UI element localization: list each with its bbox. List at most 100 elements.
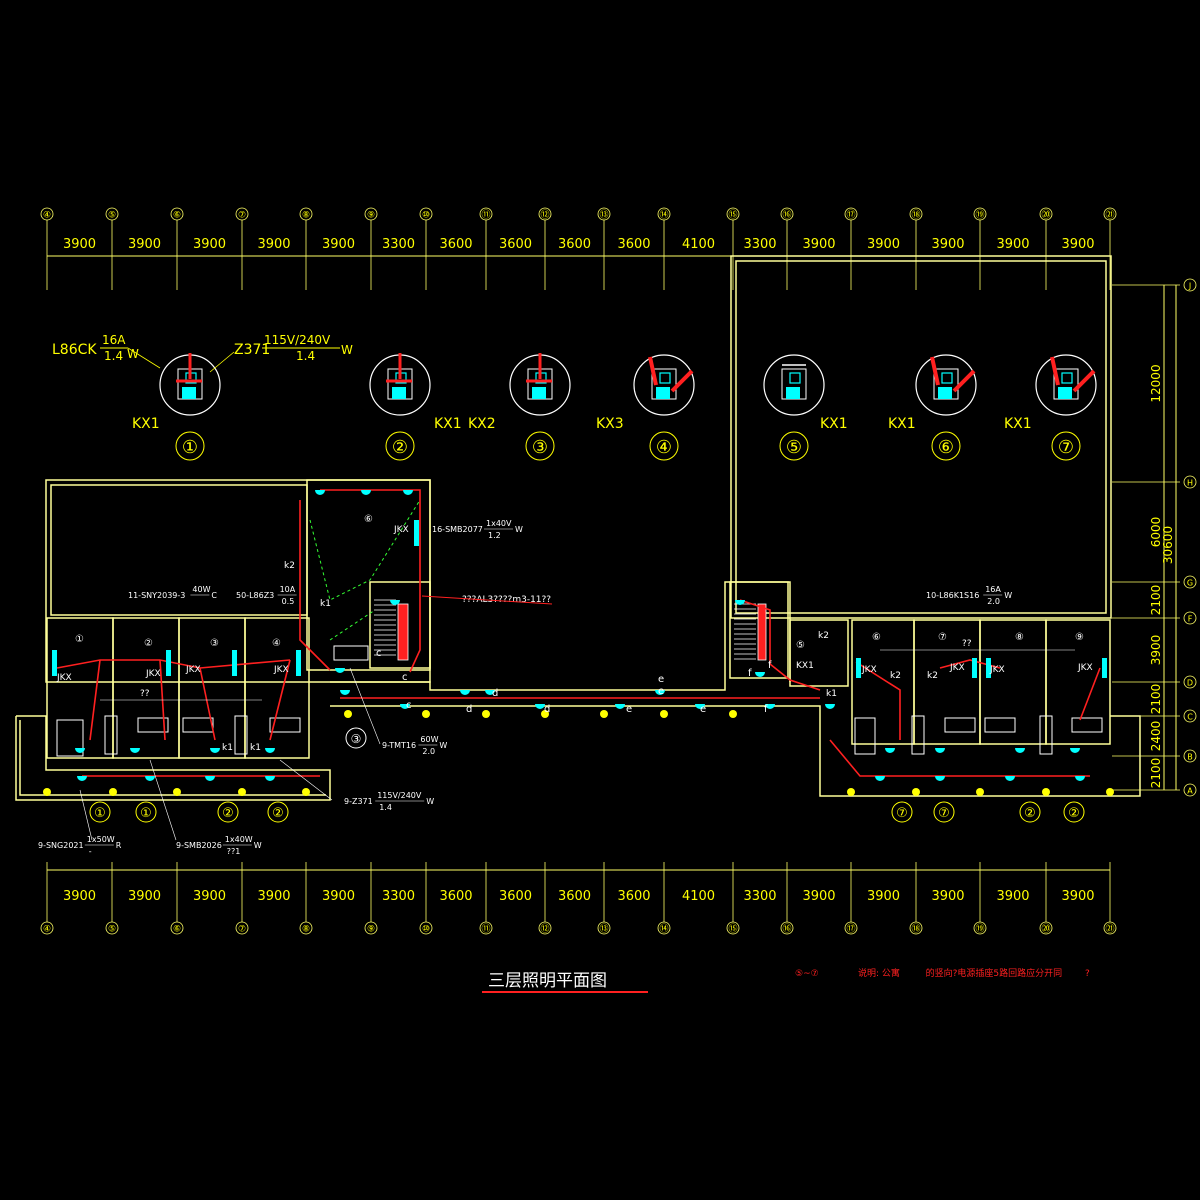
jkx-label-upper: JKX: [393, 525, 409, 535]
top-axis-label: ⑳: [1041, 210, 1050, 221]
fixture-rating-bottom: 1.2: [488, 531, 501, 540]
outlet-icon: [615, 704, 625, 709]
fixture-leader: [349, 667, 381, 745]
top-axis-label: ⑥: [173, 211, 181, 221]
top-axis-label: ④: [43, 211, 51, 221]
outlet-icon: [340, 690, 350, 695]
top-axis-bubble: [657, 207, 671, 221]
outlet-icon: [825, 704, 835, 709]
top-axis-bubble: [40, 207, 54, 221]
top-axis-label: ⑩: [422, 211, 430, 221]
room6-wire: [855, 661, 901, 740]
bottom-axis-bubble: [170, 921, 184, 935]
bottom-tag-bubble: [267, 801, 289, 823]
top-axis-bubble: [538, 207, 552, 221]
fixture-rating-bottom: 1.4: [379, 803, 392, 812]
bottom-tag-bubble: [217, 801, 239, 823]
bottom-tag-label: ⑦: [938, 806, 950, 821]
bottom-tag-label: ⑦: [896, 806, 908, 821]
detail-circle: [763, 354, 825, 416]
detail-number: ④: [656, 437, 672, 458]
room-4-wall: [244, 617, 310, 759]
bottom-axis-label: ⑪: [481, 924, 490, 935]
ceiling-lamp: [660, 710, 668, 718]
bottom-axis-bubble: [40, 921, 54, 935]
fixture-code: 9-SMB2026: [176, 841, 222, 850]
fixture-rating-unit: W: [254, 841, 262, 850]
outlet-icon: [265, 748, 275, 753]
detail-switch: [789, 372, 801, 384]
qq-label-right: ??: [962, 639, 972, 649]
fixture-rating-top: 1x50W: [87, 835, 115, 844]
ceiling-lamp: [422, 710, 430, 718]
detail-kx-label: KX1: [888, 416, 916, 432]
ceiling-lamp: [976, 788, 984, 796]
right-axis-bubble: [1183, 709, 1197, 723]
ceiling-lamp: [173, 788, 181, 796]
ceiling-lamp: [1042, 788, 1050, 796]
bottom-axis-label: ⑩: [422, 925, 430, 935]
ceiling-lamp: [1106, 788, 1114, 796]
top-span-value: 3900: [63, 237, 96, 252]
fixture-rating-bottom: -: [89, 847, 92, 856]
right-axis-label: A: [1187, 787, 1193, 796]
outlet-icon: [1005, 776, 1015, 781]
top-axis-label: ⑲: [975, 210, 984, 221]
top-axis-label: ⑨: [367, 211, 375, 221]
bottom-tag-label: ②: [1068, 806, 1080, 821]
bottom-axis-label: ⑨: [367, 925, 375, 935]
top-axis-label: ⑮: [728, 210, 737, 221]
fixture-code: 9-SNG2021: [38, 841, 84, 850]
detail-number-bubble: [931, 431, 961, 461]
bottom-tag-label: ②: [272, 806, 284, 821]
detail-socket: [1058, 387, 1072, 399]
detail-kx-label: KX1: [434, 416, 462, 432]
outlet-icon: [1015, 748, 1025, 753]
bottom-axis-bubble: [780, 921, 794, 935]
bottom-tag-bubble: [933, 801, 955, 823]
jkx-label-room9: JKX: [1077, 663, 1093, 673]
right-dimension-chain: JHGFDCBA12000600021003900210024002100306…: [1112, 278, 1197, 797]
room-9-wall: [1045, 619, 1111, 745]
detail-switch: [1061, 372, 1073, 384]
circuit-letter: f: [748, 668, 752, 679]
outlet-icon: [390, 600, 400, 605]
bottom-axis-bubble: [909, 921, 923, 935]
ceiling-lamp: [912, 788, 920, 796]
bottom-axis-bubble: [597, 921, 611, 935]
bottom-axis-bubble: [419, 921, 433, 935]
circuit-letter: d: [492, 688, 498, 699]
outlet-icon: [145, 776, 155, 781]
bottom-axis-label: ⑰: [846, 924, 855, 935]
bottom-span-value: 3900: [128, 889, 161, 904]
switch-panel-room9: [1102, 658, 1107, 678]
detail-kx-label: KX1: [1004, 416, 1032, 432]
fixture-rating-unit: W: [1004, 591, 1012, 600]
bottom-axis-bubble: [364, 921, 378, 935]
fixture-code: 10-L86K1S16: [926, 591, 979, 600]
bottom-tag-bubble: [1063, 801, 1085, 823]
detail-wire: [648, 356, 658, 386]
bottom-axis-bubble: [844, 921, 858, 935]
outlet-icon: [765, 704, 775, 709]
bottom-span-value: 3900: [63, 889, 96, 904]
room-number-left: ③: [210, 638, 219, 649]
top-span-value: 3900: [931, 237, 964, 252]
detail-right-unit: W: [341, 343, 353, 357]
detail-socket: [656, 387, 670, 399]
bottom-axis-label: ④: [43, 925, 51, 935]
bottom-tag-label: ②: [1024, 806, 1036, 821]
ceiling-lamp: [847, 788, 855, 796]
top-axis-bubble: [299, 207, 313, 221]
top-axis-bubble: [419, 207, 433, 221]
bottom-axis-label: ㉑: [1105, 924, 1114, 935]
bottom-axis-label: ⑦: [238, 925, 246, 935]
detail-wire: [930, 356, 940, 386]
fixture-rating-unit: W: [439, 741, 447, 750]
stair-treads: [374, 599, 767, 661]
right-axis-bubble: [1183, 611, 1197, 625]
right-axis-bubble: [1183, 675, 1197, 689]
